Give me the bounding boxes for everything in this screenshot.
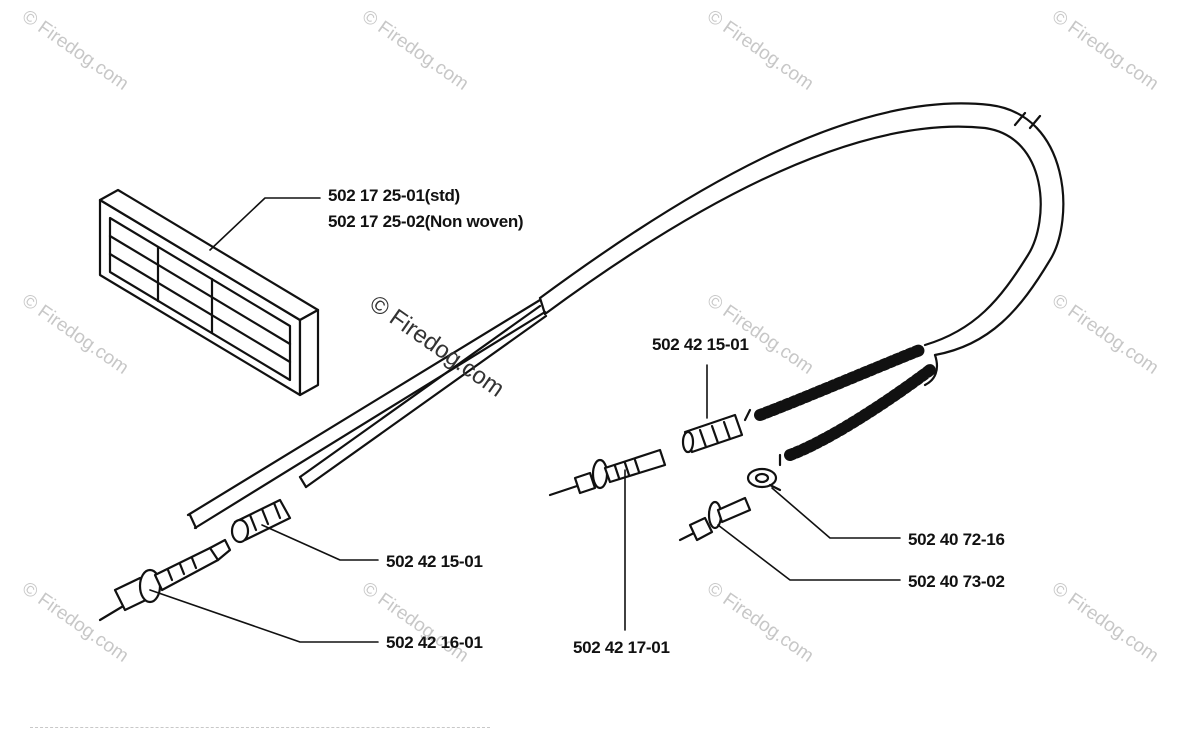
part-label-clip: 502 40 72-16 [908,530,1005,549]
footer-divider [30,727,490,729]
part-label-adjuster: 502 42 17-01 [573,638,670,657]
part-label-bolt-lower: 502 42 16-01 [386,633,483,652]
part-label-nipple-lower: 502 42 15-01 [386,552,483,571]
spring-upper-illustration [743,344,926,422]
nipple-upper-illustration [681,413,744,454]
adjuster-illustration [548,448,667,497]
part-label-nipple-upper: 502 42 15-01 [652,335,749,354]
spring-lower-illustration [778,364,936,467]
bolt-right-illustration [678,496,752,542]
air-filter-illustration [98,188,320,397]
inner-cables-illustration [186,298,548,530]
clip-illustration [746,467,782,492]
nipple-lower-illustration [230,498,292,544]
part-label-filter-nonwoven: 502 17 25-02(Non woven) [328,212,524,231]
bolt-lower-illustration [98,538,232,622]
cable-loop-illustration [538,102,1065,387]
leader-lines [149,197,901,643]
part-label-filter-std: 502 17 25-01(std) [328,186,460,205]
part-label-bolt-right: 502 40 73-02 [908,572,1005,591]
